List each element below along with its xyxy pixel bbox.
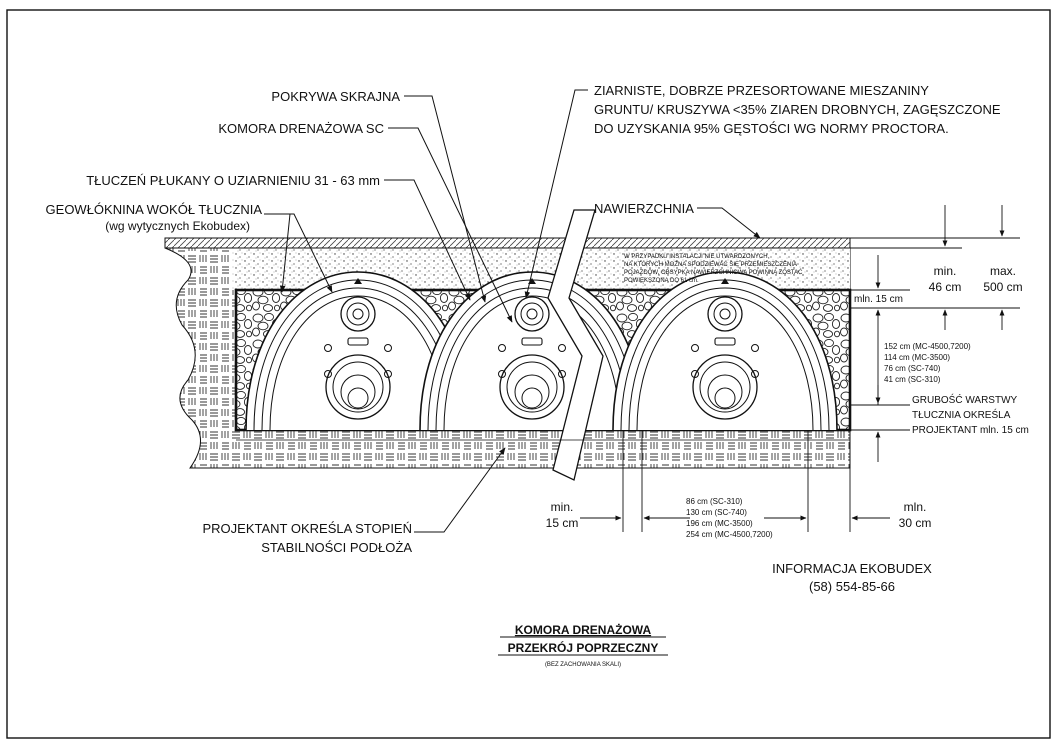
leader-geotextile <box>264 213 333 293</box>
base-note-2: TŁUCZNIA OKREŚLA <box>912 408 1011 421</box>
height-option: 76 cm (SC-740) <box>884 364 941 373</box>
label-geotextile: GEOWŁÓKNINA WOKÓŁ TŁUCZNIA <box>46 202 263 217</box>
dim-side-value: 30 cm <box>899 516 932 530</box>
leader-backfill <box>524 89 588 299</box>
dim-min-cover-value: 46 cm <box>929 280 962 294</box>
pavement-layer <box>164 237 851 249</box>
break-line <box>547 209 604 481</box>
height-option: 114 cm (MC-3500) <box>884 353 950 362</box>
width-option: 196 cm (MC-3500) <box>686 519 753 528</box>
label-backfill-1: ZIARNISTE, DOBRZE PRZESORTOWANE MIESZANI… <box>594 83 929 98</box>
label-surface: NAWIERZCHNIA <box>594 201 694 216</box>
width-option: 86 cm (SC-310) <box>686 497 743 506</box>
note-line-4: POWIĘKSZONA DO 61 cm. <box>624 278 699 284</box>
sheet-border <box>6 9 1051 739</box>
label-subgrade-1: PROJEKTANT OKREŚLA STOPIEŃ <box>202 521 412 536</box>
label-stone: TŁUCZEŃ PŁUKANY O UZIARNIENIU 31 - 63 mm <box>86 173 380 188</box>
leader-subgrade <box>414 447 506 533</box>
dim-max-cover-value: 500 cm <box>983 280 1022 294</box>
height-option: 152 cm (MC-4500,7200) <box>884 342 971 351</box>
info-phone: (58) 554-85-66 <box>809 579 895 594</box>
surface-note: W PRZYPADKU INSTALACJI NIE UTWARDZONYCH,… <box>624 254 803 284</box>
dim-stone-above-label: mln. 15 cm <box>854 294 903 305</box>
note-line-1: W PRZYPADKU INSTALACJI NIE UTWARDZONYCH, <box>624 254 770 260</box>
label-subgrade-2: STABILNOŚCI PODŁOŻA <box>261 540 412 555</box>
height-option: 41 cm (SC-310) <box>884 375 941 384</box>
width-option: 130 cm (SC-740) <box>686 508 747 517</box>
leader-stone <box>384 179 471 301</box>
label-backfill-2: GRUNTU/ KRUSZYWA <35% ZIAREN DROBNYCH, Z… <box>594 102 1001 117</box>
note-line-3: POJAZDÓW, OBSYPKA NAWIERZCHNIOWA POWINNA… <box>624 269 803 276</box>
dim-spacing-value: 15 cm <box>546 516 579 530</box>
dim-max-cover-label: max. <box>990 264 1016 278</box>
label-backfill-3: DO UZYSKANIA 95% GĘSTOŚCI WG NORMY PROCT… <box>594 121 949 136</box>
dim-spacing-label: min. <box>551 500 574 514</box>
leader-surface <box>697 207 761 239</box>
scale-note: (BEZ ZACHOWANIA SKALI) <box>545 662 621 668</box>
dim-side-label: mln. <box>904 500 927 514</box>
note-line-2: NA KTÓRYCH MOŻNA SPODZIEWAĆ SIĘ PRZEMIES… <box>624 261 797 268</box>
drawing-subtitle: PRZEKRÓJ POPRZECZNY <box>508 640 659 655</box>
base-note-3: PROJEKTANT mln. 15 cm <box>912 425 1029 436</box>
leader-geotextile-2 <box>279 213 291 293</box>
leader-chamber <box>388 127 513 323</box>
label-end-cap: POKRYWA SKRAJNA <box>271 89 400 104</box>
drawing-title: KOMORA DRENAŻOWA <box>515 622 652 637</box>
base-note-1: GRUBOŚĆ WARSTWY <box>912 393 1018 406</box>
info-company: INFORMACJA EKOBUDEX <box>772 561 932 576</box>
label-geotextile-note: (wg wytycznych Ekobudex) <box>105 219 250 233</box>
width-option: 254 cm (MC-4500,7200) <box>686 530 773 539</box>
label-chamber: KOMORA DRENAŻOWA SC <box>218 121 384 136</box>
dim-min-cover-label: min. <box>934 264 957 278</box>
leader-end-cap <box>404 95 487 303</box>
